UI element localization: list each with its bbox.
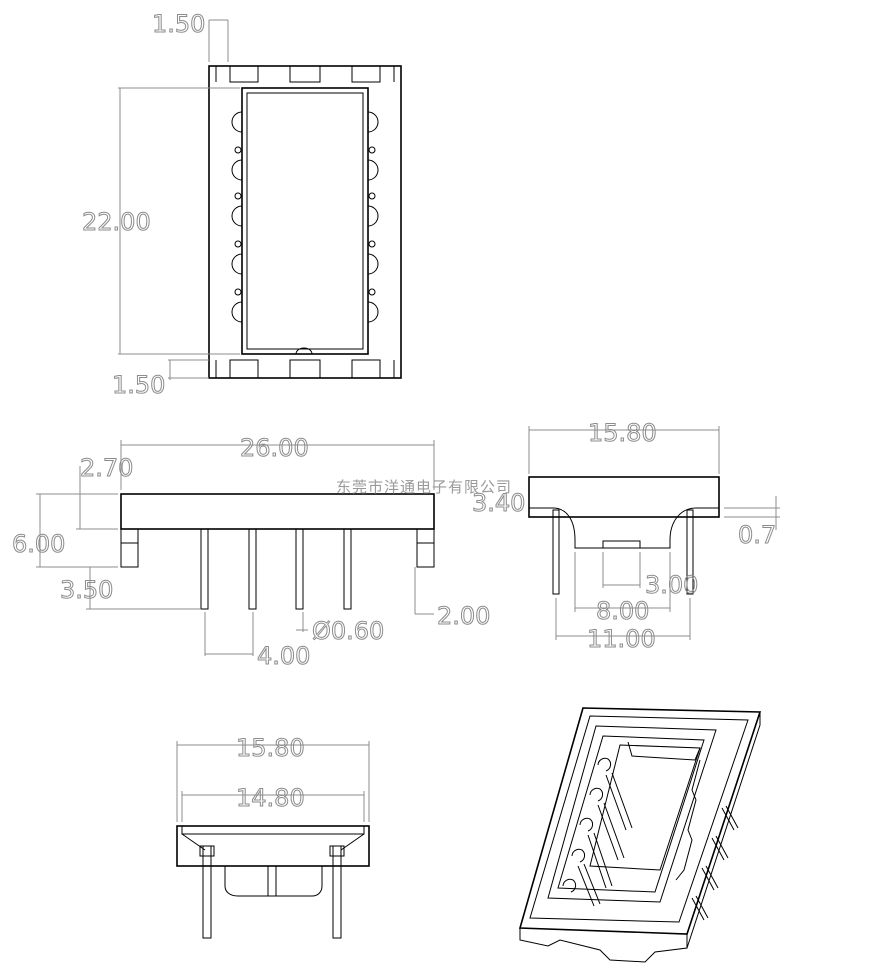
end-view: 15.80 14.80 — [176, 734, 370, 939]
dim-top-margin: 1.50 — [152, 10, 205, 38]
isometric-view — [518, 707, 762, 963]
dim-pin-pitch: 4.00 — [257, 642, 310, 670]
dim-length: 22.00 — [82, 208, 151, 236]
top-view: 1.50 22.00 1.50 — [82, 10, 402, 400]
dim-total-length: 26.00 — [240, 434, 309, 462]
dim-ledge: 0.7 — [738, 521, 776, 549]
dim-pin-tip: 2.00 — [437, 602, 490, 630]
dim-side-width: 15.80 — [588, 419, 657, 447]
dim-inner: 8.00 — [596, 597, 649, 625]
dim-pin-offset: 3.50 — [60, 576, 113, 604]
side-view: 15.80 3.40 0.7 3.00 8.00 11.00 — [472, 419, 780, 654]
company-watermark: 东莞市洋通电子有限公司 — [336, 478, 512, 496]
dim-side-depth: 3.40 — [472, 489, 525, 517]
dim-pin-span: 11.00 — [587, 625, 656, 653]
front-view: 26.00 2.70 6.00 3.50 2.00 Ø0.60 4.00 — [12, 434, 491, 671]
dim-height: 6.00 — [12, 530, 65, 558]
dim-bottom-margin: 1.50 — [112, 371, 165, 399]
dim-slot: 3.00 — [645, 571, 698, 599]
dim-end-outer: 15.80 — [236, 734, 305, 762]
dim-flange: 2.70 — [80, 454, 133, 482]
dim-end-inner: 14.80 — [236, 784, 305, 812]
dim-pin-diameter: Ø0.60 — [312, 617, 384, 645]
